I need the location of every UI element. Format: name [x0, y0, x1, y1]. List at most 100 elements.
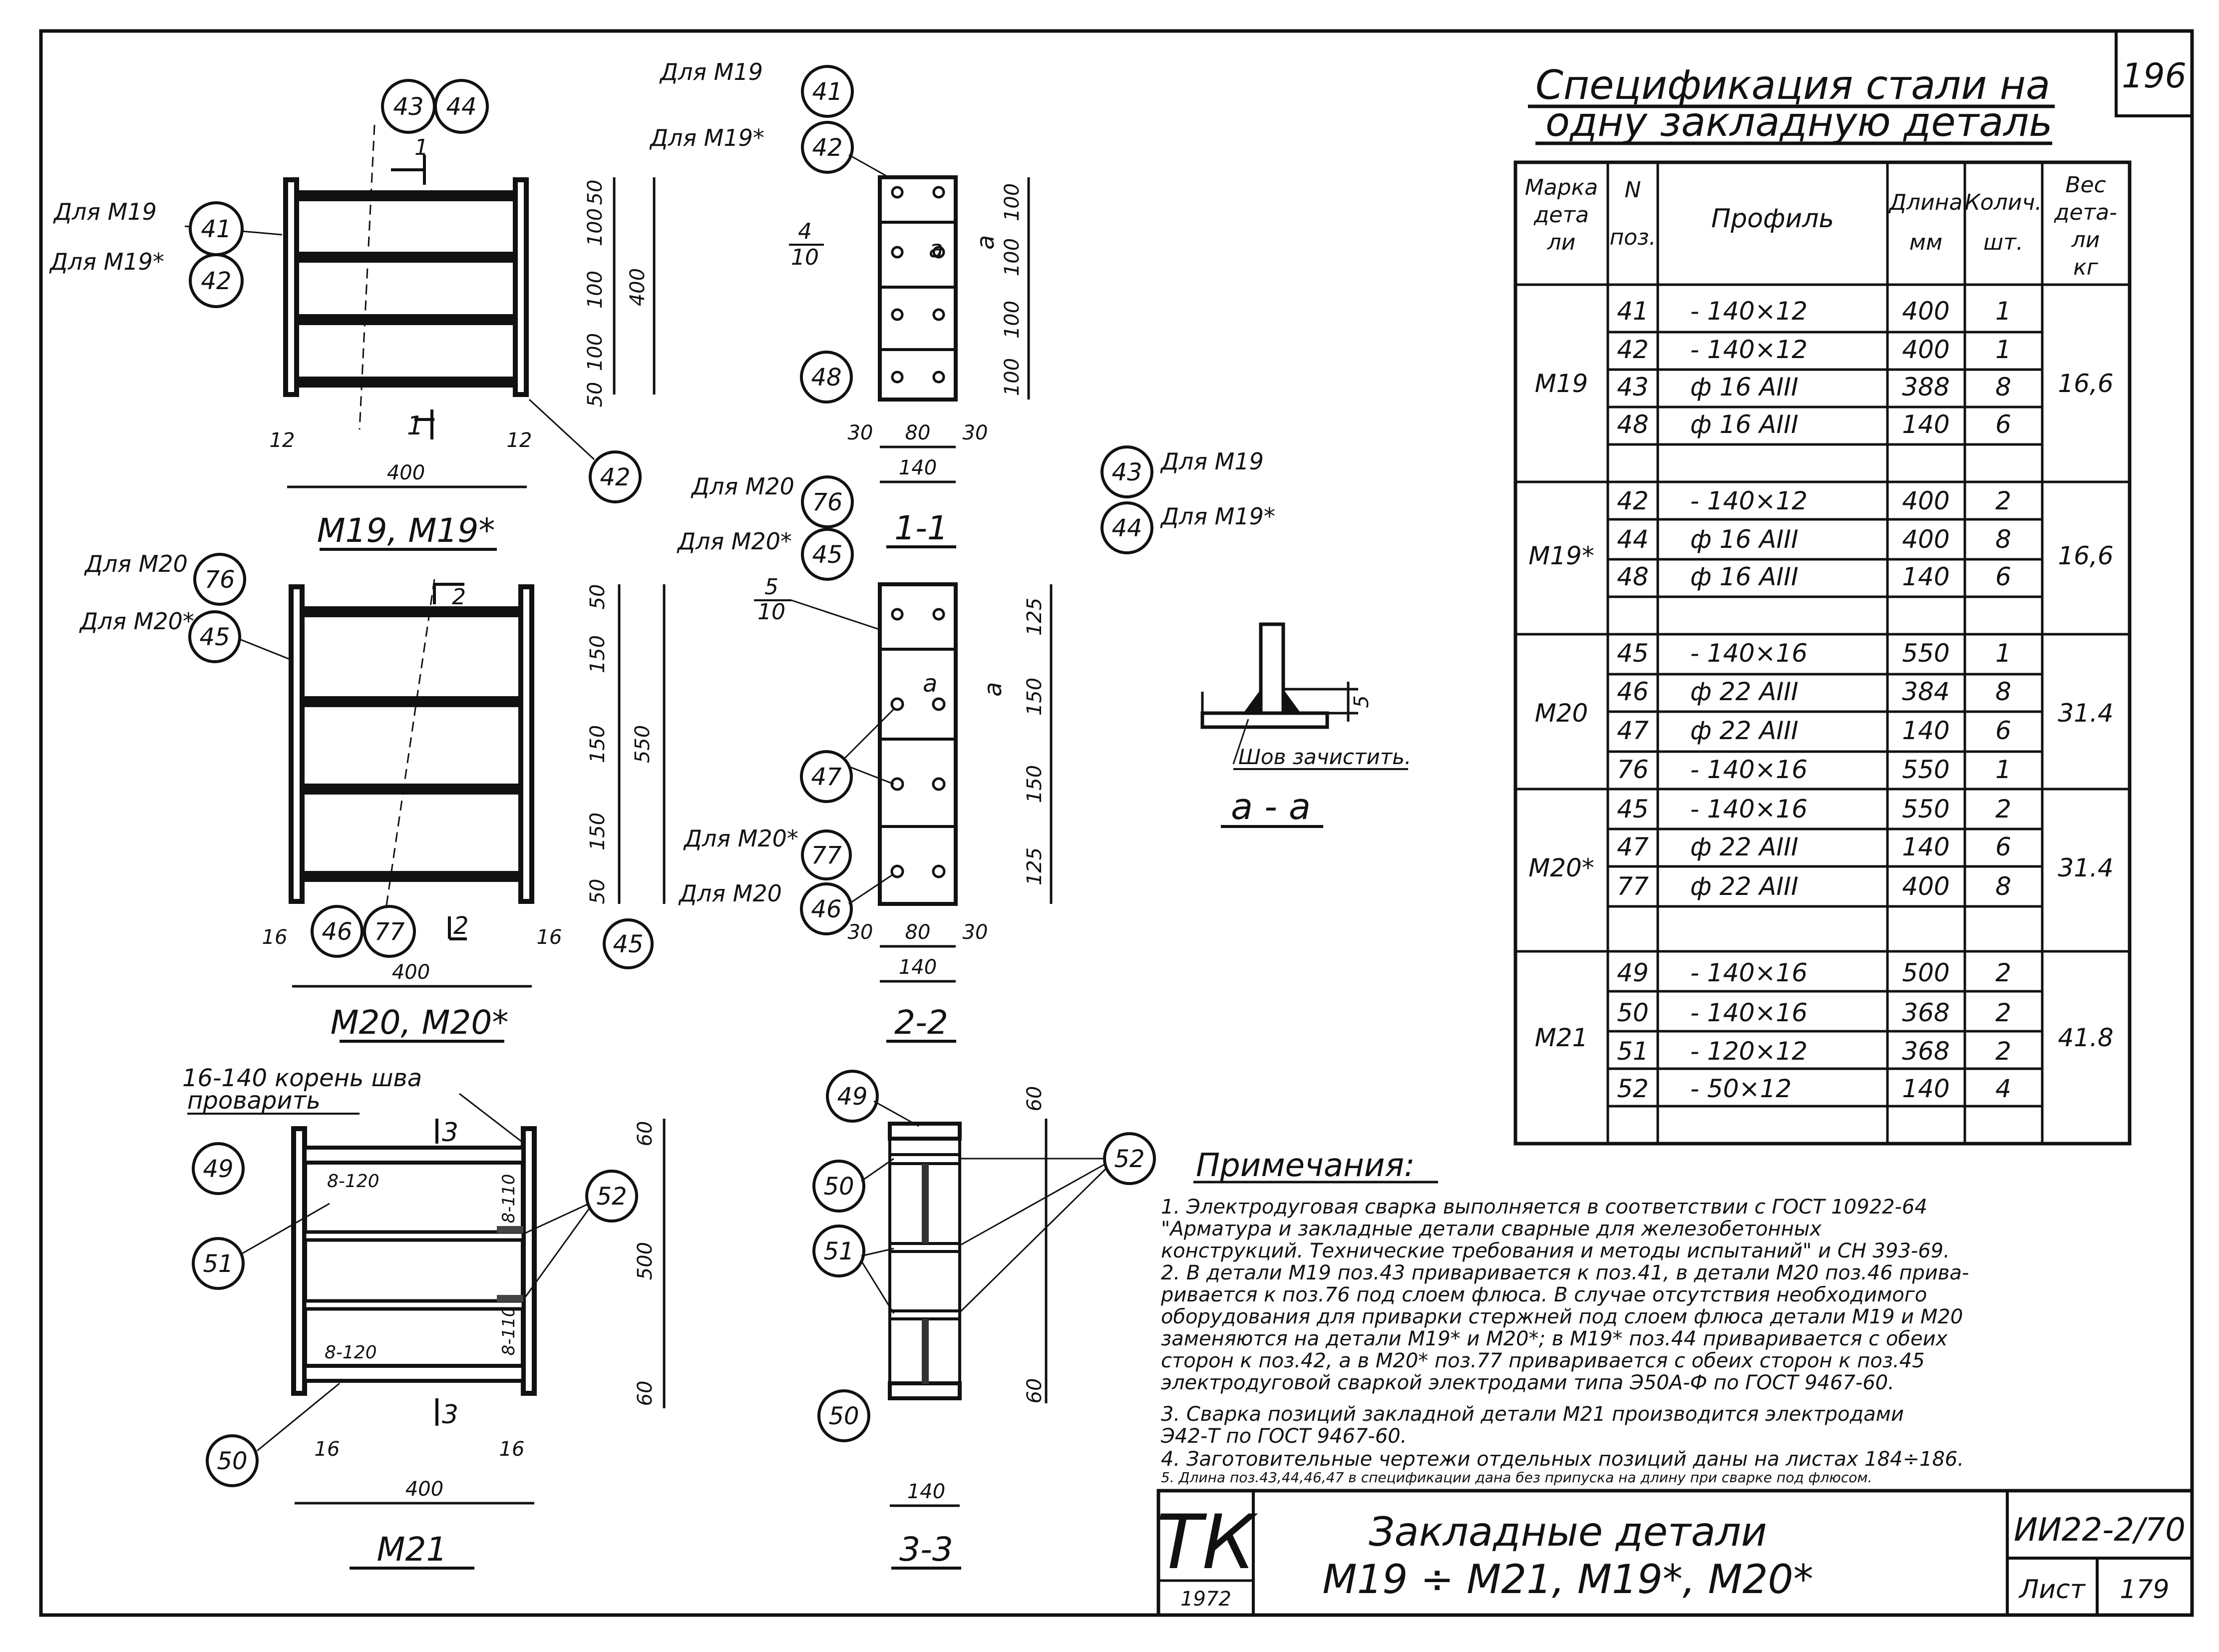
table-row: 4 — [1995, 1074, 2011, 1103]
table-row: 400 — [1902, 872, 1949, 901]
table-row: 400 — [1902, 525, 1949, 554]
table-row: - 140×12 — [1690, 335, 1808, 364]
hdr-profile: Профиль — [1711, 204, 1834, 234]
pos-bubble-77-s22 — [801, 829, 852, 880]
table-row: 8 — [1995, 525, 2011, 554]
drawing-code: ИИ22-2/70 — [2014, 1512, 2186, 1549]
hdr-mark-3: ли — [1547, 230, 1576, 255]
table-row: 6 — [1995, 410, 2011, 439]
weight-m19s: 16,6 — [2058, 541, 2113, 570]
view-caption-s11: 1-1 — [894, 509, 948, 547]
dim-text: 150 — [586, 725, 609, 763]
pos-52-s33: 52 — [1114, 1145, 1144, 1173]
table-row: 2 — [1995, 958, 2011, 987]
pos-bubble-45-s22 — [801, 528, 854, 581]
pos-bubble-41-s11 — [801, 65, 854, 118]
pos-46-s22: 46 — [811, 895, 841, 923]
mark-m19: М19 — [1535, 369, 1588, 398]
table-row: 8 — [1995, 677, 2011, 706]
table-row: 400 — [1902, 297, 1949, 326]
pos-49-s33: 49 — [837, 1083, 867, 1111]
table-row: 49 — [1617, 958, 1649, 987]
pos-bubble-46 — [311, 905, 364, 958]
plate-49b — [521, 1126, 537, 1396]
pos-bubble-49 — [192, 1142, 245, 1195]
table-row: - 120×12 — [1690, 1037, 1808, 1066]
table-row: 47 — [1617, 716, 1649, 745]
pos-50: 50 — [217, 1447, 247, 1475]
hdr-weight-3: ли — [2071, 227, 2100, 253]
weld-a: 8-120 — [327, 1171, 379, 1192]
hdr-qty-1: Колич. — [1965, 190, 2042, 215]
pos-44: 44 — [446, 93, 476, 121]
aa-note: Шов зачистить. — [1238, 745, 1411, 769]
table-row: 8 — [1995, 872, 2011, 901]
table-row: 140 — [1902, 716, 1949, 745]
plate-41 — [283, 177, 299, 397]
dim-text: 12 — [270, 429, 295, 452]
table-row: 48 — [1617, 410, 1649, 439]
table-row: 6 — [1995, 562, 2011, 591]
dim-text: 100 — [1001, 301, 1024, 339]
pos-bubble-45b — [603, 918, 654, 969]
table-row: ф 22 АIII — [1690, 677, 1799, 706]
title-block: ТК 1972 Закладные детали М19 ÷ М21, М19*… — [1156, 1489, 2194, 1617]
sheet-number-box — [2115, 31, 2192, 117]
dim-text: 140 — [899, 956, 937, 979]
table-row: 550 — [1902, 639, 1949, 668]
dim-text: 100 — [1001, 183, 1024, 221]
notes: Примечания: 1. Электродуговая сварка вып… — [1160, 1147, 1969, 1486]
aa-weld-right — [1283, 689, 1301, 713]
pos-77: 77 — [374, 918, 405, 946]
dim-text: 140 — [899, 456, 937, 479]
plate-42 — [513, 177, 529, 397]
label-for-m20s-s22: Для М20* — [677, 528, 792, 555]
aa-bar — [1259, 622, 1285, 715]
mark-m21: М21 — [1535, 1023, 1588, 1052]
section-a-a: 5 Шов зачистить. а - а — [1200, 622, 1411, 828]
dim-text: 100 — [1001, 238, 1024, 276]
pos-bubble-48 — [800, 351, 853, 404]
dim-text: 100 — [1001, 358, 1024, 396]
table-row: 140 — [1902, 832, 1949, 861]
weld-note-2: проварить — [187, 1087, 321, 1115]
dim-text: 50 — [584, 382, 607, 408]
pos-bubble-43-side — [1101, 445, 1153, 498]
pos-bubble-44-side — [1101, 501, 1153, 554]
dim-text: 100 — [584, 333, 607, 371]
table-row: 2 — [1995, 486, 2011, 515]
table-row: 500 — [1902, 958, 1949, 987]
view-caption-s22: 2-2 — [894, 1003, 948, 1042]
table-row: 76 — [1617, 755, 1649, 784]
note-line: электродуговой сваркой электродами типа … — [1161, 1371, 1894, 1394]
weld-s11-bot: 10 — [791, 245, 819, 270]
pos-45: 45 — [199, 623, 230, 651]
pos-51: 51 — [203, 1250, 233, 1278]
pos-47: 47 — [811, 763, 842, 791]
pos-bubble-50-s33b — [817, 1389, 870, 1442]
section-mark-2: 2 — [452, 584, 466, 610]
sheet-no: 179 — [2120, 1575, 2169, 1605]
weld-s22-top: 5 — [764, 574, 778, 600]
table-row: 140 — [1902, 562, 1949, 591]
dim-text: 100 — [584, 271, 607, 309]
label-for-m19-s11: Для М19 — [659, 58, 763, 85]
drawing-title-1: Закладные детали — [1369, 1509, 1767, 1555]
table-row: 6 — [1995, 716, 2011, 745]
pos-48: 48 — [811, 364, 841, 392]
view-m21: 16-140 корень шва проварить 8-120 8-120 … — [182, 1064, 666, 1570]
notes-title: Примечания: — [1196, 1147, 1415, 1184]
label-for-m20-s22b: Для М20 — [678, 880, 782, 907]
pos-42-s11: 42 — [812, 134, 842, 162]
pos-43-side: 43 — [1111, 458, 1142, 486]
table-row: 400 — [1902, 486, 1949, 515]
view-caption-m21: М21 — [377, 1530, 447, 1569]
view-caption-s33: 3-3 — [899, 1530, 953, 1569]
pos-44-side: 44 — [1111, 514, 1142, 542]
section-mark-1b: 1 — [407, 411, 423, 441]
section-mark-1: 1 — [414, 135, 428, 160]
dim-text: 60 — [634, 1381, 657, 1406]
note-line: 4. Заготовительные чертежи отдельных поз… — [1161, 1448, 1964, 1471]
pos-bubble-47 — [800, 750, 853, 803]
title-block-frame — [1156, 1489, 2194, 1617]
